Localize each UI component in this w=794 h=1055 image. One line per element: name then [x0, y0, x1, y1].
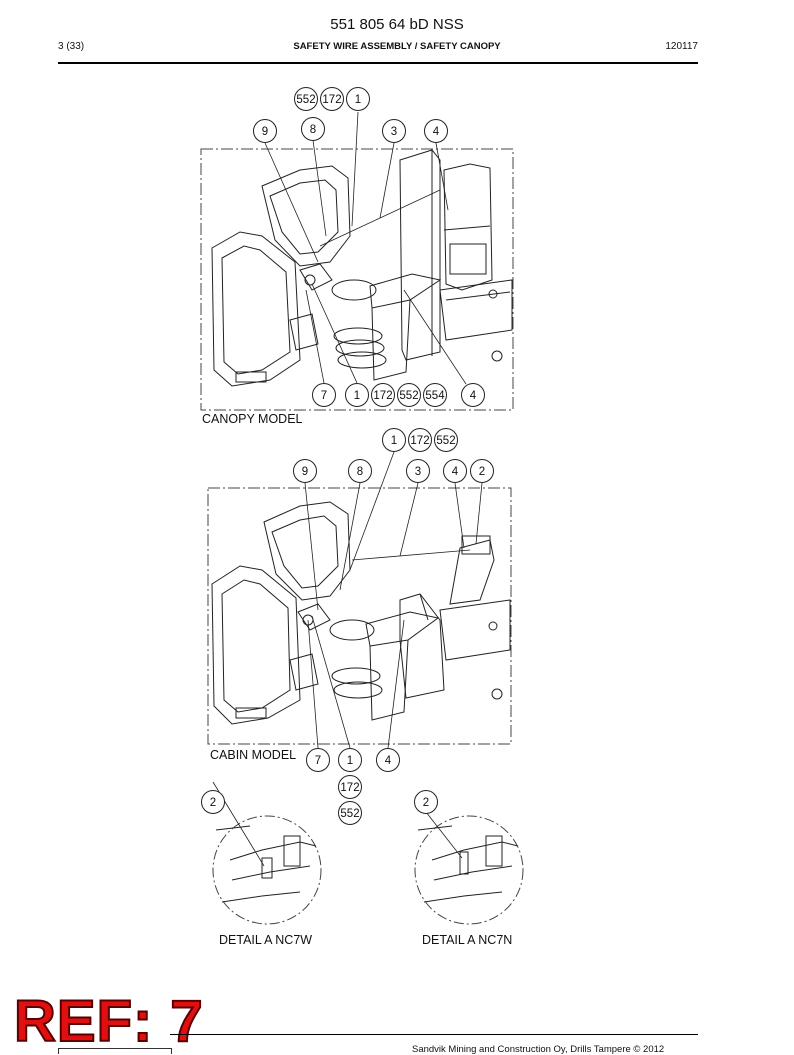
callout-canopy-1: 1: [346, 87, 370, 111]
callout-canopy-4b: 4: [461, 383, 485, 407]
callout-canopy-552: 552: [294, 87, 318, 111]
callout-canopy-9: 9: [253, 119, 277, 143]
callout-canopy-8: 8: [301, 117, 325, 141]
callout-canopy-7: 7: [312, 383, 336, 407]
header-rule: [58, 62, 698, 64]
callout-canopy-1b: 1: [345, 383, 369, 407]
callout-cabin-4b: 4: [376, 748, 400, 772]
callout-canopy-3: 3: [382, 119, 406, 143]
callout-cabin-172b: 172: [338, 775, 362, 799]
callout-detail-nc7w-2: 2: [201, 790, 225, 814]
ref-stamp: REF: 7: [13, 988, 204, 1055]
caption-detail-nc7n: DETAIL A NC7N: [422, 933, 513, 947]
canopy-drawing: [200, 111, 514, 411]
callout-canopy-554: 554: [423, 383, 447, 407]
callout-cabin-3: 3: [406, 459, 430, 483]
callout-cabin-4: 4: [443, 459, 467, 483]
callout-cabin-9: 9: [293, 459, 317, 483]
callout-cabin-1b: 1: [338, 748, 362, 772]
detail-nc7n-drawing: [414, 811, 524, 925]
caption-detail-nc7w: DETAIL A NC7W: [219, 933, 313, 947]
document-number: 551 805 64 bD NSS: [330, 16, 464, 33]
caption-cabin-model: CABIN MODEL: [210, 748, 297, 762]
callout-canopy-172: 172: [320, 87, 344, 111]
footer-copyright: Sandvik Mining and Construction Oy, Dril…: [412, 1044, 665, 1055]
detail-nc7w-drawing: [212, 781, 322, 925]
document-title: SAFETY WIRE ASSEMBLY / SAFETY CANOPY: [293, 41, 501, 52]
callout-cabin-172: 172: [408, 428, 432, 452]
callout-cabin-1: 1: [382, 428, 406, 452]
callout-cabin-552b: 552: [338, 801, 362, 825]
callout-cabin-7: 7: [306, 748, 330, 772]
callout-detail-nc7n-2: 2: [414, 790, 438, 814]
footer-rule: [170, 1034, 698, 1035]
brand-logo-strip: [58, 1048, 172, 1054]
callout-canopy-4: 4: [424, 119, 448, 143]
caption-canopy-model: CANOPY MODEL: [202, 412, 303, 426]
document-date: 120117: [665, 41, 698, 52]
callout-canopy-172b: 172: [371, 383, 395, 407]
callout-cabin-8: 8: [348, 459, 372, 483]
cabin-drawing: [207, 451, 512, 749]
callout-canopy-552b: 552: [397, 383, 421, 407]
callout-cabin-2: 2: [470, 459, 494, 483]
callout-cabin-552: 552: [434, 428, 458, 452]
page-indicator: 3 (33): [58, 41, 85, 52]
